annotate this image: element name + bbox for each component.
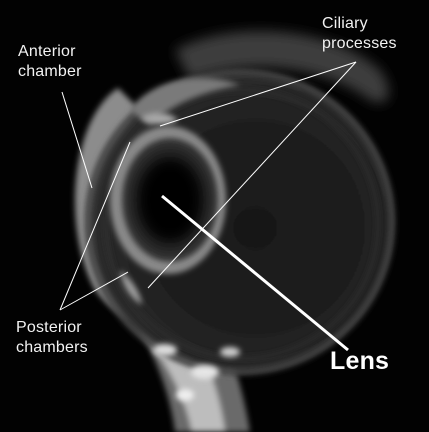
anterior-chamber-label: Anterior chamber xyxy=(18,42,82,82)
lens-label: Lens xyxy=(330,346,389,376)
posterior-chambers-label: Posterior chambers xyxy=(16,318,88,358)
ciliary-processes-label: Ciliary processes xyxy=(322,14,397,54)
